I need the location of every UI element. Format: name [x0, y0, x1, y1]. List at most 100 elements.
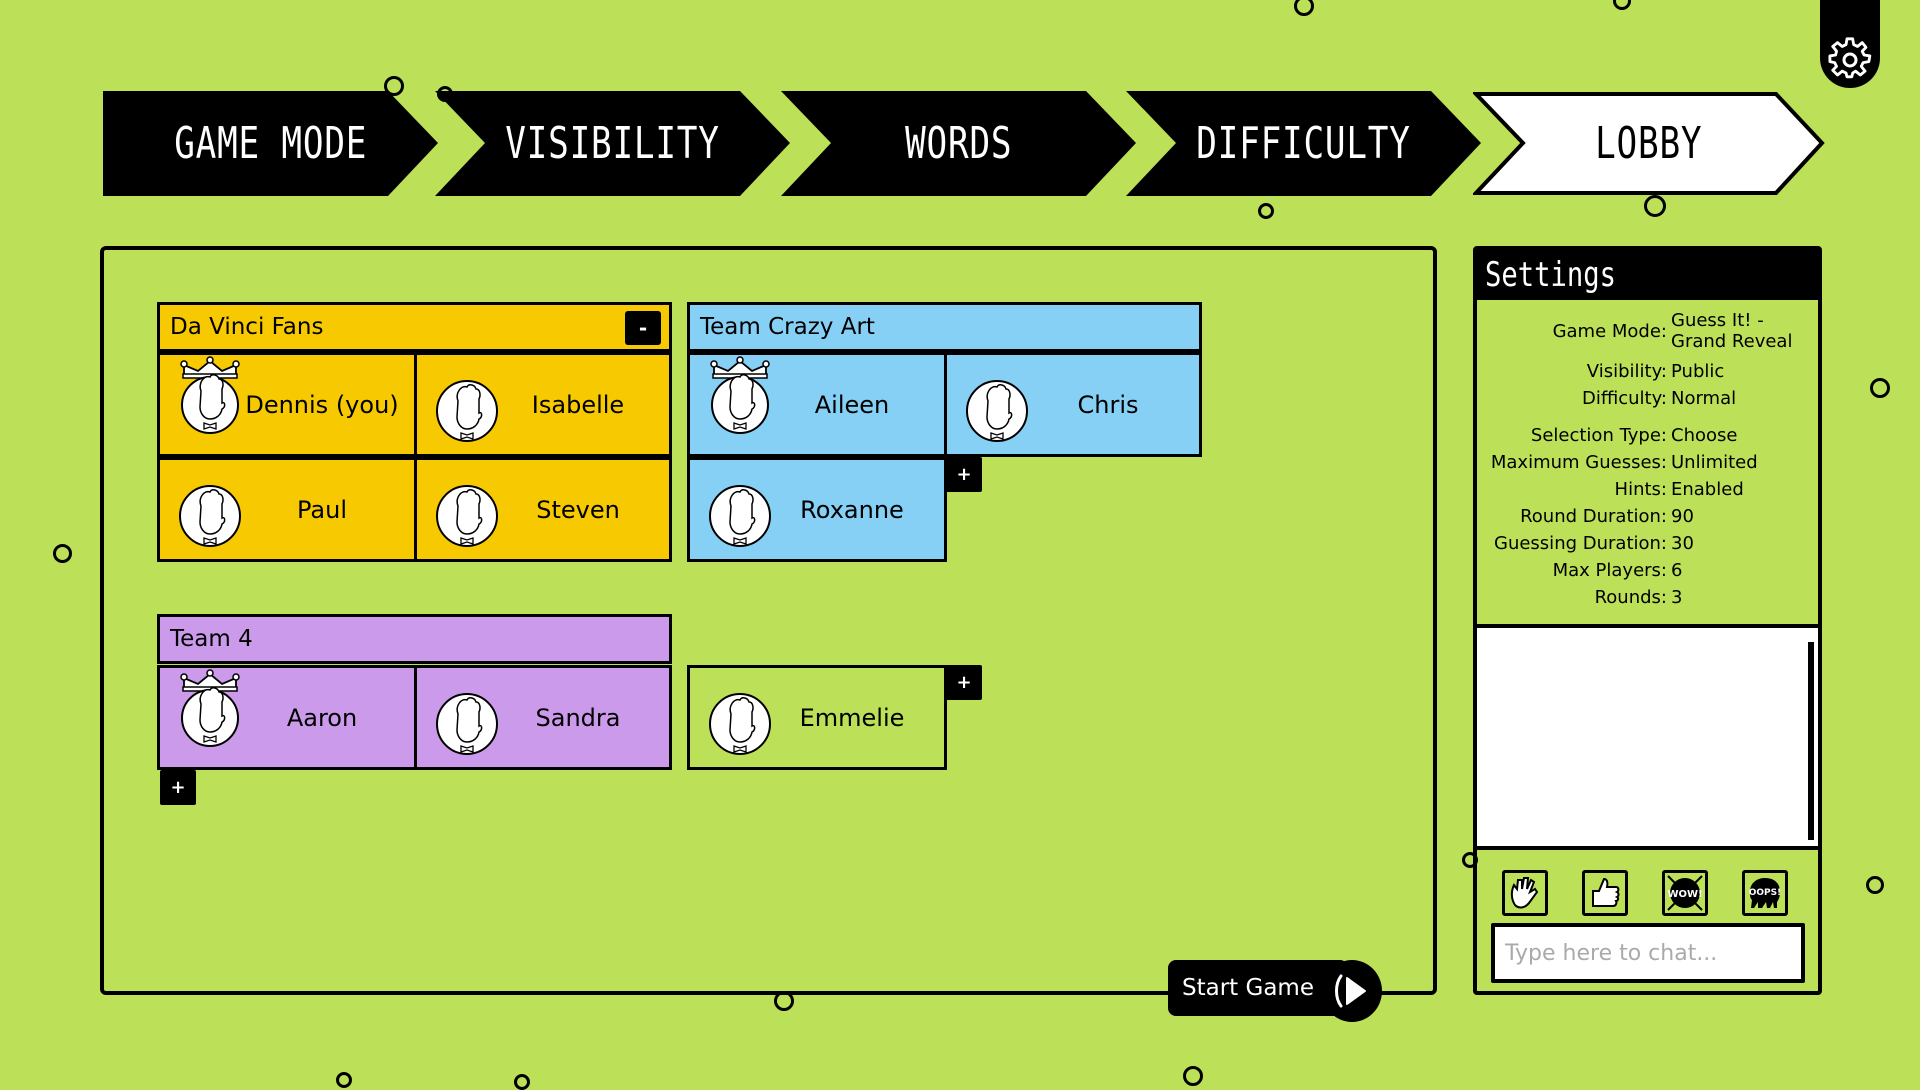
player-name: Dennis (you) [245, 390, 399, 419]
setting-label: Selection Type: [1530, 425, 1667, 446]
setting-label: Max Players: [1552, 560, 1667, 581]
setting-value: Choose [1671, 425, 1738, 446]
player-card[interactable]: Dennis (you) [157, 352, 417, 457]
decor-circle [1613, 0, 1631, 10]
settings-list: Game Mode: Guess It! - Grand Reveal Visi… [1477, 310, 1818, 611]
avatar-icon [709, 693, 771, 755]
setting-label: Difficulty: [1581, 388, 1667, 409]
step-label: Difficulty [1196, 118, 1411, 169]
settings-title: Settings [1477, 250, 1818, 300]
wave-hand-icon [1510, 877, 1539, 909]
player-name: Isabelle [531, 390, 625, 419]
setting-value: Public [1671, 361, 1725, 382]
chat-scrollbar[interactable] [1808, 642, 1814, 840]
team-header: Da Vinci Fans - [157, 302, 672, 352]
setting-label: Hints: [1614, 479, 1667, 500]
setting-value-line: Grand Reveal [1671, 331, 1793, 352]
setting-value: 6 [1671, 560, 1683, 581]
player-name: Aaron [286, 703, 358, 732]
setting-label: Round Duration: [1520, 506, 1667, 527]
avatar-icon [179, 485, 241, 547]
decor-circle [1258, 203, 1274, 219]
step-lobby[interactable]: Lobby [1473, 91, 1825, 196]
decor-circle [53, 544, 72, 563]
step-visibility[interactable]: Visibility [435, 91, 790, 196]
setting-value: Unlimited [1671, 452, 1758, 473]
add-player-button[interactable]: + [946, 457, 982, 492]
thumbs-up-icon [1592, 877, 1620, 907]
setting-round-duration: Round Duration: 90 [1477, 503, 1818, 530]
step-label: Words [904, 118, 1013, 169]
setting-label: Rounds: [1594, 587, 1667, 608]
start-game-play-button[interactable] [1322, 960, 1382, 1022]
oops-text: OOPS! [1749, 888, 1781, 898]
settings-title-text: Settings [1485, 255, 1617, 295]
setting-value: Enabled [1671, 479, 1744, 500]
step-game-mode[interactable]: Game Mode [103, 91, 438, 196]
emote-thumbs-up-button[interactable] [1582, 870, 1628, 916]
avatar-icon [436, 693, 498, 755]
setting-max-players: Max Players: 6 [1477, 557, 1818, 584]
decor-circle [1644, 195, 1666, 217]
avatar-crowned-icon [180, 356, 240, 434]
step-label: Visibility [505, 118, 720, 169]
setting-label: Visibility: [1586, 361, 1667, 382]
setting-value: 90 [1671, 506, 1694, 527]
setting-maximum-guesses: Maximum Guesses: Unlimited [1477, 449, 1818, 476]
setting-value: Normal [1671, 388, 1737, 409]
create-team-button[interactable]: + [946, 665, 982, 700]
wow-text: WOW! [1667, 889, 1702, 900]
decor-circle [1294, 0, 1314, 16]
player-card[interactable]: Sandra [414, 665, 672, 770]
step-difficulty[interactable]: Difficulty [1126, 91, 1481, 196]
setting-value: 30 [1671, 533, 1694, 554]
setting-rounds: Rounds: 3 [1477, 584, 1818, 611]
step-label: Game Mode [173, 118, 367, 169]
setting-visibility: Visibility: Public [1477, 358, 1818, 385]
avatar-icon [966, 380, 1028, 442]
remove-team-button[interactable]: - [625, 311, 661, 345]
setting-game-mode: Game Mode: Guess It! - Grand Reveal [1477, 310, 1818, 352]
player-name: Roxanne [800, 495, 904, 524]
player-name: Emmelie [799, 703, 905, 732]
emote-oops-button[interactable]: OOPS! [1742, 870, 1788, 916]
add-player-button[interactable]: + [160, 770, 196, 805]
start-game-button[interactable]: Start Game [1168, 960, 1348, 1016]
settings-gear-button[interactable] [1820, 0, 1880, 88]
step-words[interactable]: Words [781, 91, 1136, 196]
decor-circle [514, 1074, 530, 1090]
setting-value-line: Guess It! - [1671, 310, 1764, 331]
avatar-icon [709, 485, 771, 547]
setting-label: Maximum Guesses: [1490, 452, 1667, 473]
player-name: Aileen [814, 390, 890, 419]
gear-icon [1828, 37, 1872, 79]
avatar-icon [436, 380, 498, 442]
play-icon [1335, 974, 1366, 1008]
player-name: Steven [536, 495, 620, 524]
chat-input[interactable] [1491, 923, 1805, 983]
player-card[interactable]: Isabelle [414, 352, 672, 457]
team-header: Team Crazy Art [687, 302, 1202, 352]
player-card[interactable]: Aaron [157, 665, 417, 770]
avatar-crowned-icon [710, 356, 770, 434]
player-card[interactable]: Emmelie [687, 665, 947, 770]
player-card[interactable]: Chris [944, 352, 1202, 457]
setting-label: Game Mode: [1552, 320, 1667, 342]
setting-selection-type: Selection Type: Choose [1477, 422, 1818, 449]
player-card[interactable]: Paul [157, 457, 417, 562]
decor-circle [1183, 1066, 1203, 1086]
emote-wow-button[interactable]: WOW! [1662, 870, 1708, 916]
team-name: Da Vinci Fans [170, 314, 324, 340]
team-name: Team 4 [170, 626, 253, 652]
player-card[interactable]: Steven [414, 457, 672, 562]
setting-difficulty: Difficulty: Normal [1477, 385, 1818, 412]
step-label: Lobby [1595, 118, 1703, 169]
player-card[interactable]: Roxanne [687, 457, 947, 562]
emote-wave-button[interactable] [1502, 870, 1548, 916]
player-card[interactable]: Aileen [687, 352, 947, 457]
setting-guessing-duration: Guessing Duration: 30 [1477, 530, 1818, 557]
decor-circle [1866, 876, 1884, 894]
teams-panel [100, 246, 1437, 995]
avatar-crowned-icon [180, 669, 240, 747]
setting-value: 3 [1671, 587, 1683, 608]
